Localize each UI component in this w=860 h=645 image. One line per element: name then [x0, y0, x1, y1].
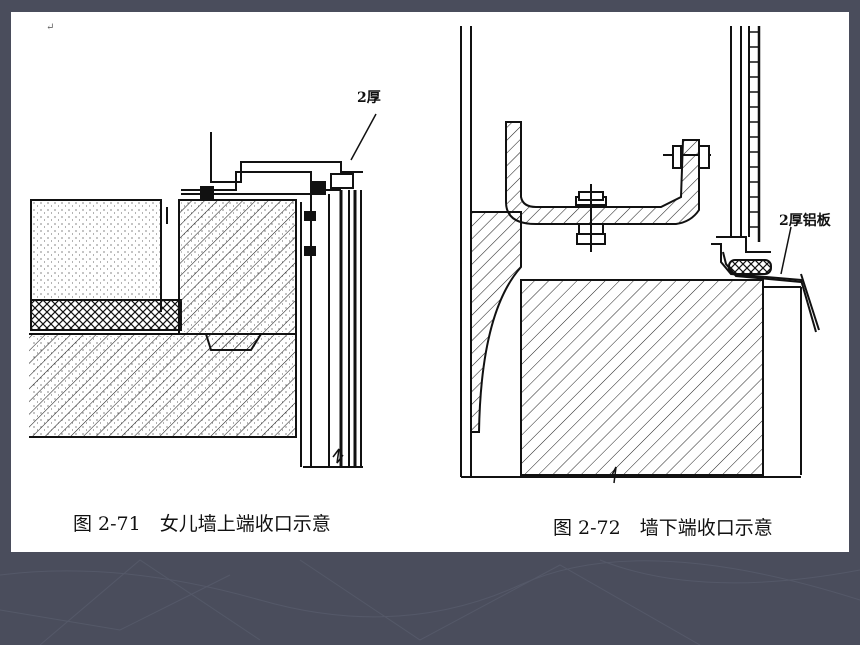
steel-angle: [505, 121, 700, 225]
sealant: [728, 259, 772, 275]
diagram-panel: ↵: [11, 12, 849, 552]
steel-column-bracket: [470, 211, 522, 433]
annotation-2mm-aluminum-plate: 2厚铝板: [779, 212, 832, 229]
return-mark: ↵: [46, 22, 54, 33]
concrete-base: [520, 279, 764, 476]
waterproof-layer: [30, 299, 182, 331]
construction-details-figure: ↵: [29, 22, 832, 539]
parapet-top-detail: [29, 113, 377, 468]
insulation-layer: [30, 199, 162, 301]
caption-fig-2-72: 图 2-72 墙下端收口示意: [553, 517, 773, 539]
caption-fig-2-71: 图 2-71 女儿墙上端收口示意: [73, 513, 331, 535]
wall-bottom-detail: [460, 26, 820, 484]
annotation-2mm: 2厚: [357, 90, 381, 106]
